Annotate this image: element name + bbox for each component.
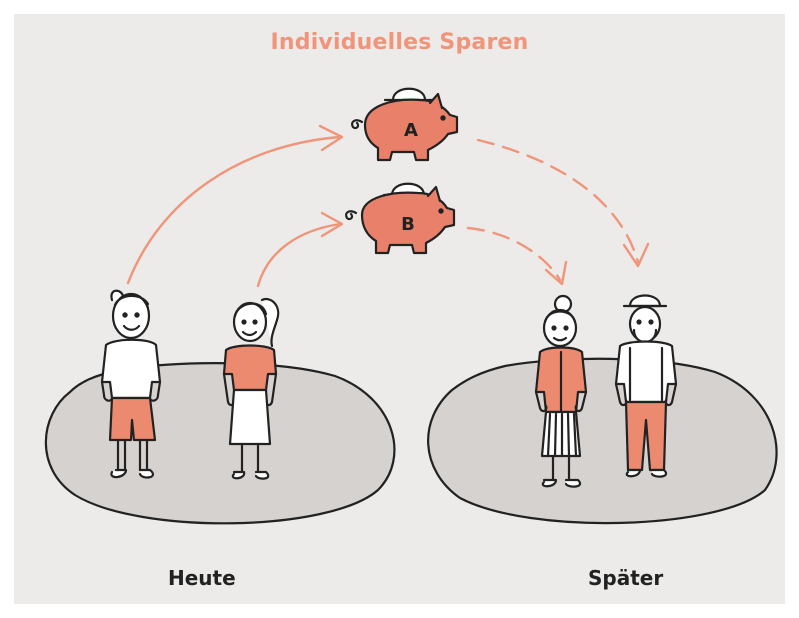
arrow-from-piggy-a	[476, 138, 640, 264]
person-young-man	[100, 289, 162, 479]
piggy-bank-a-icon	[351, 87, 459, 162]
platform-today	[44, 362, 396, 525]
arrow-from-piggy-b-head	[544, 260, 568, 286]
arrow-to-piggy-b-head	[320, 211, 344, 238]
arrow-from-piggy-a-head	[622, 242, 650, 268]
piggy-bank-b-icon	[345, 182, 456, 255]
person-old-man	[614, 294, 678, 478]
platform-later	[427, 357, 778, 525]
coin-icon	[391, 87, 427, 102]
person-old-woman	[534, 294, 588, 488]
caption-today: Heute	[168, 566, 236, 590]
piggy-a-label: A	[404, 120, 418, 141]
arrow-from-piggy-b	[466, 226, 562, 282]
arrow-to-piggy-a	[126, 135, 342, 285]
person-young-woman	[222, 297, 280, 480]
caption-later: Später	[588, 566, 664, 590]
arrow-to-piggy-a-head	[318, 124, 344, 152]
piggy-b-label: B	[401, 214, 415, 235]
arrow-to-piggy-b	[256, 222, 342, 288]
diagram-title: Individuelles Sparen	[270, 30, 529, 55]
